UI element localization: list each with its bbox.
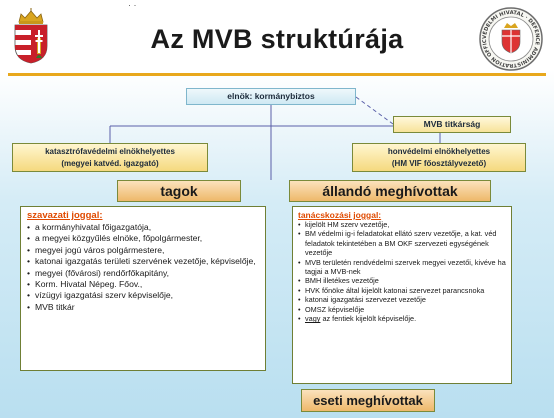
list-item: BMH illetékes vezetője <box>298 276 506 286</box>
list-item: kijelölt HM szerv vezetője, <box>298 220 506 230</box>
list-item: katonai igazgatási szervezet vezetője <box>298 295 506 305</box>
page-title: Az MVB struktúrája <box>150 24 404 54</box>
elnok-box: elnök: kormánybiztos <box>186 88 356 105</box>
last-item-rest: az fentiek kijelölt képviselője. <box>320 314 417 324</box>
list-item: katonai igazgatás területi szervének vez… <box>27 256 259 268</box>
list-item: HVK főnöke által kijelölt katonai szerve… <box>298 286 506 296</box>
list-item: MVB titkár <box>27 302 259 314</box>
honvedelmi-line1: honvédelmi elnökhelyettes <box>387 147 491 156</box>
eseti-header: eseti meghívottak <box>301 389 435 412</box>
honvedelmi-deputy-box: honvédelmi elnökhelyettes (HM VIF főoszt… <box>352 143 526 172</box>
list-item: megyei jogú város polgármestere, <box>27 245 259 257</box>
list-item: a megyei közgyűlés elnöke, főpolgármeste… <box>27 233 259 245</box>
permanent-invitees-panel: tanácskozási joggal: kijelölt HM szerv v… <box>292 206 512 384</box>
list-item: BM védelmi ig-i feladatokat ellátó szerv… <box>298 229 506 257</box>
title-rule <box>8 73 546 76</box>
list-item: vízügyi igazgatási szerv képviselője, <box>27 290 259 302</box>
list-item: megyei (fővárosi) rendőrfőkapitány, <box>27 268 259 280</box>
katasztrofa-line2: (megyei katvéd. igazgató) <box>61 159 159 168</box>
katasztrofa-deputy-box: katasztrófavédelmi elnökhelyettes (megye… <box>12 143 208 172</box>
hungarian-coat-of-arms-icon <box>14 8 48 64</box>
advisory-rights-heading: tanácskozási joggal: <box>298 210 382 220</box>
members-list: a kormányhivatal főigazgatója, a megyei … <box>27 222 259 314</box>
or-word: vagy <box>305 314 321 324</box>
list-item: OMSZ képviselője <box>298 305 506 315</box>
allando-header: állandó meghívottak <box>289 180 491 202</box>
defence-administration-seal-icon: VÉDELMI HIVATAL · DEFENCE ADMINISTRATION… <box>478 6 543 71</box>
list-item: MVB területén rendvédelmi szervek megyei… <box>298 258 506 277</box>
voting-rights-heading: szavazati joggal: <box>27 210 103 221</box>
list-item: Korm. Hivatal Népeg. Főov., <box>27 279 259 291</box>
list-item-last: vagy az fentiek kijelölt képviselője. <box>298 314 506 324</box>
members-list-panel: szavazati joggal: a kormányhivatal főiga… <box>20 206 266 371</box>
invitees-list: kijelölt HM szerv vezetője, BM védelmi i… <box>298 220 506 324</box>
katasztrofa-line1: katasztrófavédelmi elnökhelyettes <box>45 147 175 156</box>
honvedelmi-line2: (HM VIF főosztályvezető) <box>391 159 487 168</box>
list-item: a kormányhivatal főigazgatója, <box>27 222 259 234</box>
tagok-header: tagok <box>117 180 241 202</box>
titkarsag-box: MVB titkárság <box>393 116 511 133</box>
top-marks: · · <box>128 0 137 10</box>
